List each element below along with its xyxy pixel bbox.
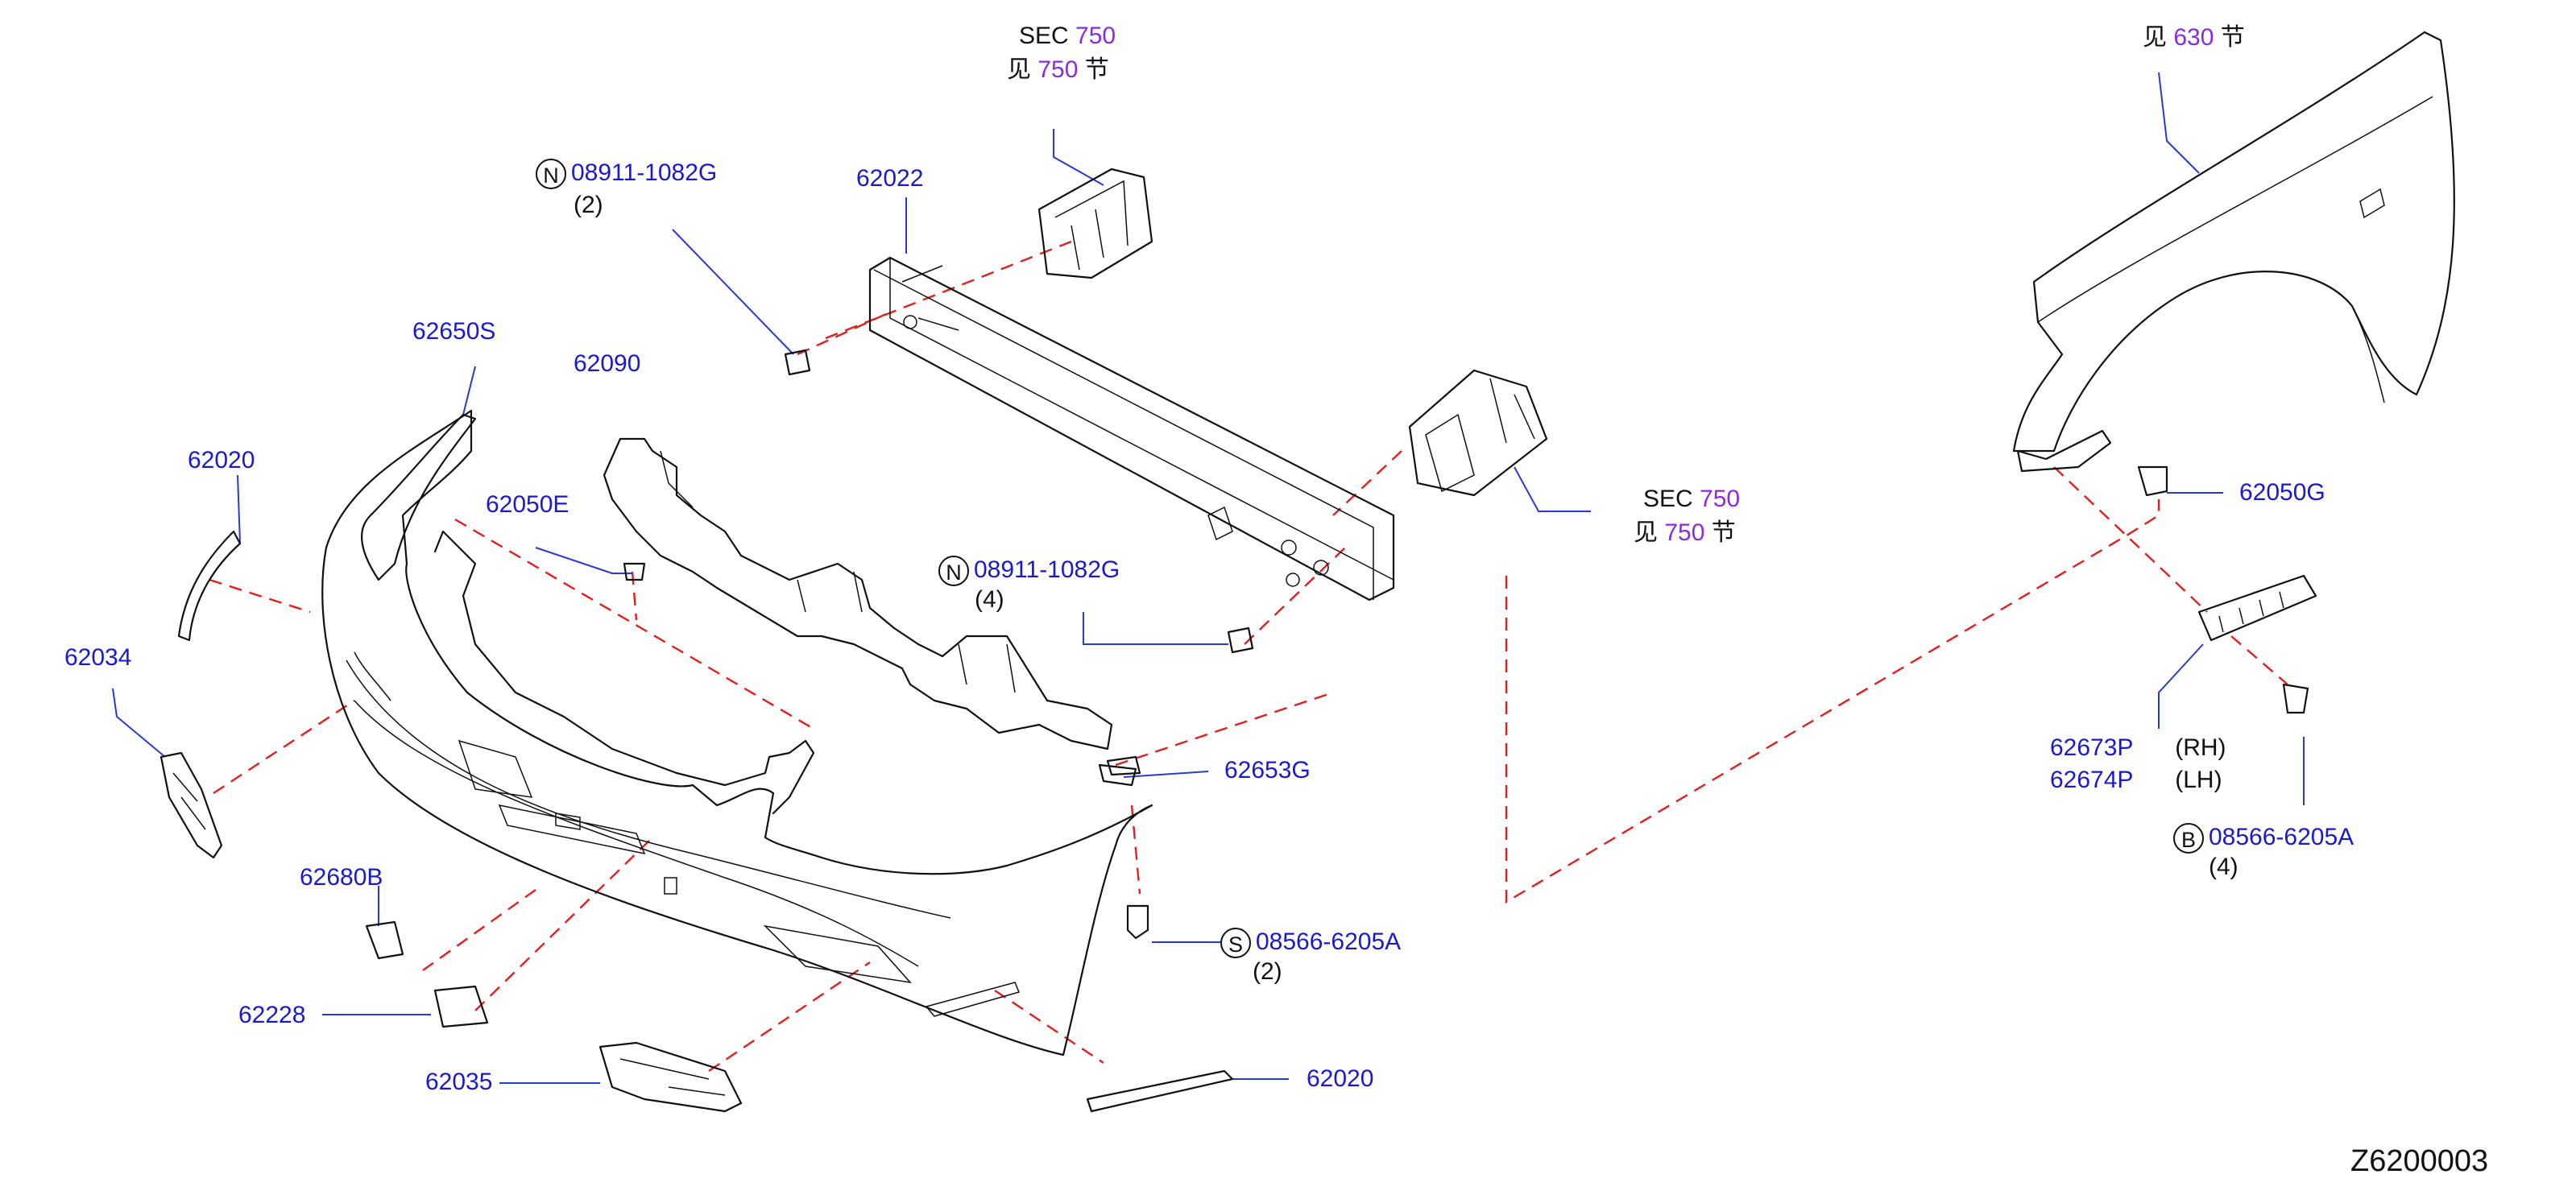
bracket-lower — [1408, 369, 1548, 497]
screw-symbol-icon: S — [1220, 928, 1251, 958]
callout-62673P: 62673P (RH) — [2050, 734, 2226, 762]
nut-symbol-icon: N — [536, 159, 566, 189]
part-62050G-link[interactable]: 62050G — [2239, 479, 2325, 506]
bumper-reinforcement — [868, 256, 1395, 602]
ref-630-label: 见 630 节 — [2143, 24, 2245, 52]
qty-08566-S: (2) — [1253, 958, 1282, 985]
part-62020-left-link[interactable]: 62020 — [188, 447, 255, 473]
qty-08566-B: (4) — [2209, 854, 2238, 880]
energy-absorber — [603, 437, 1113, 750]
cap-62228 — [433, 985, 489, 1028]
sec-750-mid-link[interactable]: 750 — [1700, 486, 1741, 512]
part-62034-link[interactable]: 62034 — [64, 644, 132, 671]
sec-750-mid-label: SEC 750 — [1643, 486, 1740, 513]
clip-62680B — [365, 920, 404, 960]
cn-section-text: 节 — [1084, 56, 1109, 83]
part-62650S-link[interactable]: 62650S — [412, 318, 496, 345]
side-lh: (LH) — [2175, 767, 2222, 793]
fender-bracket — [2197, 574, 2317, 642]
part-08566-6205A-S-link[interactable]: 08566-6205A — [1256, 928, 1402, 955]
assembly-dash-lines — [209, 240, 2288, 1072]
sec-750-upper-cn: 见 750 节 — [1007, 56, 1109, 84]
part-08911-1082G-link[interactable]: 08911-1082G — [571, 159, 718, 186]
sec-750-link[interactable]: 750 — [1075, 23, 1116, 49]
nut-symbol-icon: N — [938, 556, 969, 586]
qty-08911-mid: (4) — [975, 586, 1004, 613]
part-08911-1082G-mid-link[interactable]: 08911-1082G — [974, 556, 1120, 583]
sec-630-link[interactable]: 630 — [2173, 24, 2214, 51]
part-62680B-link[interactable]: 62680B — [300, 864, 383, 891]
molding-62020-bottom — [1086, 1069, 1234, 1113]
qty-08911-upper: (2) — [574, 192, 603, 218]
sec-750-mid-cn: 见 750 节 — [1634, 519, 1736, 547]
sec-750-mid-cn-link[interactable]: 750 — [1664, 519, 1705, 546]
bracket-upper — [1037, 167, 1153, 279]
part-62090-link[interactable]: 62090 — [574, 350, 641, 377]
part-62674P-link[interactable]: 62674P — [2050, 767, 2133, 793]
sec-text: SEC — [1019, 23, 1069, 49]
part-62050E-link[interactable]: 62050E — [486, 491, 569, 518]
part-62653G-link[interactable]: 62653G — [1224, 757, 1311, 784]
cn-see-text: 见 — [2143, 24, 2167, 51]
cn-section-text: 节 — [1711, 519, 1736, 546]
fasteners — [623, 349, 2309, 940]
part-08566-6205A-B-link[interactable]: 08566-6205A — [2209, 823, 2354, 850]
diagram-id: Z6200003 — [2350, 1144, 2489, 1178]
cn-section-text: 节 — [2220, 24, 2245, 51]
part-62020-bottom-link[interactable]: 62020 — [1307, 1065, 1374, 1092]
sec-750-cn-link[interactable]: 750 — [1037, 56, 1079, 83]
part-62673P-link[interactable]: 62673P — [2050, 734, 2133, 761]
part-62035-link[interactable]: 62035 — [425, 1069, 493, 1095]
sec-text: SEC — [1643, 486, 1693, 512]
retainer-62650S — [361, 413, 477, 581]
cn-see-text: 见 — [1007, 56, 1031, 83]
side-molding-left — [177, 530, 242, 642]
bumper-cover — [321, 409, 1153, 1056]
part-62022-link[interactable]: 62022 — [856, 165, 924, 192]
leader-lines — [112, 72, 2305, 1084]
part-62228-link[interactable]: 62228 — [238, 1002, 306, 1028]
side-rh: (RH) — [2175, 734, 2226, 761]
seal-62653G — [1106, 755, 1141, 776]
fog-bezel-62035 — [598, 1041, 743, 1113]
side-lamp-62034 — [159, 751, 223, 859]
cn-see-text: 见 — [1634, 519, 1658, 546]
sec-750-upper-label: SEC 750 — [1019, 23, 1116, 50]
callout-62674P: 62674P (LH) — [2050, 767, 2222, 794]
bolt-symbol-icon: B — [2173, 823, 2204, 854]
front-fender — [2012, 31, 2455, 473]
